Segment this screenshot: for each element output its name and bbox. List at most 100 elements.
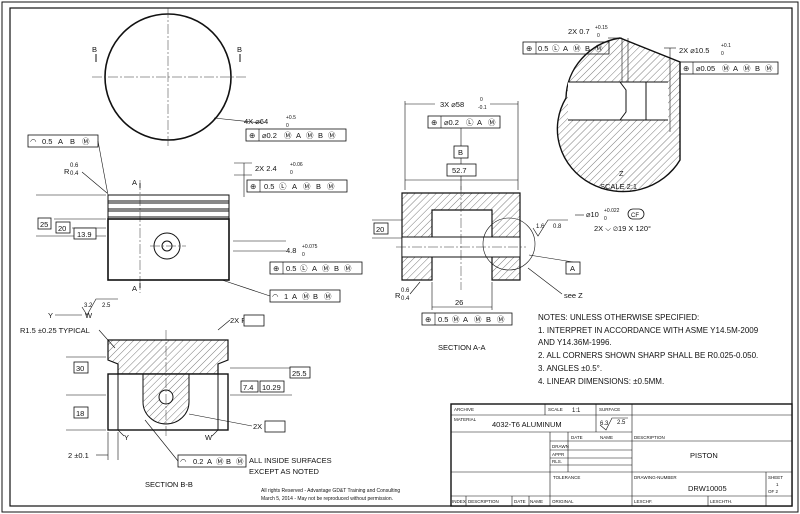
tb-lexchf: LEXCHF. bbox=[634, 499, 653, 504]
bb-dim-10-29: 10.29 bbox=[262, 383, 281, 392]
front-radius-upper: 0.6 bbox=[70, 163, 79, 169]
section-aa-fcf-mod-2: A bbox=[477, 118, 482, 127]
section-mark-b-right: B bbox=[237, 45, 242, 54]
tb-drawn: DRAWN bbox=[552, 444, 569, 449]
bore-tol-minus: 0 bbox=[604, 216, 607, 222]
front-profile-ref-3: Ⓜ bbox=[82, 137, 90, 146]
bb-rough-2: 2.5 bbox=[102, 303, 111, 309]
section-aa-radius-upper: 0.6 bbox=[401, 288, 410, 294]
front-profile-ref-2: B bbox=[70, 137, 75, 146]
bb-dim-25-5: 25.5 bbox=[292, 369, 307, 378]
position-icon: ⊕ bbox=[250, 182, 256, 191]
bottom-fcf-value: 1 bbox=[284, 292, 288, 301]
notes-line-1: 1. INTERPRET IN ACCORDANCE WITH ASME Y14… bbox=[538, 326, 759, 335]
pin-fcf-value: 0.5 bbox=[286, 264, 296, 273]
detail-top-fcf-mod-1: Ⓛ bbox=[552, 44, 560, 53]
pin-fcf-mod-4: B bbox=[334, 264, 339, 273]
title-block: ARCHIVE SCALE 1:1 SURFACE 6.3 2.5 MATERI… bbox=[450, 403, 793, 507]
position-icon: ⊕ bbox=[431, 118, 437, 127]
tb-sheet-value: 1 bbox=[776, 482, 779, 487]
bottom-profile-fcf: ◠ 1 A Ⓜ B Ⓜ bbox=[269, 289, 341, 303]
section-aa-bottom-mod-1: Ⓜ bbox=[452, 315, 460, 324]
tb-desc-label: DESCRIPTION bbox=[468, 499, 499, 504]
detail-z-view: 2X 0.7 +0.15 0 ⊕ 0.5 Ⓛ A Ⓜ B Ⓜ 2X ⌀10.5 … bbox=[522, 25, 779, 193]
detail-top-fcf-mod-2: A bbox=[563, 44, 568, 53]
tb-description-value: PISTON bbox=[690, 451, 718, 460]
pin-fcf: ⊕ 0.5 Ⓛ A Ⓜ B Ⓜ bbox=[269, 261, 363, 275]
notes-line-5: 4. LINEAR DIMENSIONS: ±0.5MM. bbox=[538, 377, 664, 386]
copyright-line-2: March 5, 2014 - May not be reproduced wi… bbox=[261, 496, 393, 502]
tb-surface-label: SURFACE bbox=[599, 407, 620, 412]
ring-land-3 bbox=[107, 210, 230, 218]
ring-land-1 bbox=[107, 194, 230, 202]
tb-surface-value-1: 6.3 bbox=[600, 421, 609, 427]
section-aa-bottom-mod-2: A bbox=[463, 315, 468, 324]
section-aa-dim-26: 26 bbox=[455, 298, 463, 307]
tb-original-label: ORIGINAL bbox=[552, 499, 574, 504]
groove-fcf-mod-3: Ⓜ bbox=[303, 182, 311, 191]
tb-lexchth: LEXCHTH. bbox=[710, 499, 732, 504]
detail-dia-fcf-mod-3: Ⓜ bbox=[743, 64, 751, 73]
bottom-fcf-ref-2: Ⓜ bbox=[302, 292, 310, 301]
section-aa-radius-r: R bbox=[395, 291, 401, 300]
detail-top-dim: 2X 0.7 bbox=[568, 27, 590, 36]
section-mark-b-left: B bbox=[92, 45, 97, 54]
pin-tol-plus: +0.075 bbox=[302, 244, 318, 250]
bb-y-bottom: Y bbox=[124, 433, 129, 442]
pin-fcf-mod-1: Ⓛ bbox=[300, 264, 308, 273]
position-icon: ⊕ bbox=[683, 64, 689, 73]
top-fcf-mod-3: Ⓜ bbox=[306, 131, 314, 140]
ring-land-2 bbox=[107, 202, 230, 210]
detail-z-title: Z bbox=[619, 169, 624, 178]
detail-top-tol-minus: 0 bbox=[597, 33, 600, 39]
section-bb-title: SECTION B-B bbox=[145, 480, 193, 489]
tb-appr: APPR bbox=[552, 452, 565, 457]
pin-tol-minus: 0 bbox=[302, 252, 305, 258]
section-aa-fcf-value: ⌀0.2 bbox=[444, 118, 459, 127]
section-aa-dia-tol-minus: -0.1 bbox=[478, 105, 487, 111]
csk-dim: 2X ⌵ ⌀19 X 120° bbox=[594, 224, 651, 233]
tb-name-col: NAME bbox=[530, 499, 543, 504]
bb-fcf: ◠ 0.2 A Ⓜ B Ⓜ bbox=[177, 454, 247, 468]
front-profile-value: 0.5 bbox=[42, 137, 52, 146]
bb-dim-18: 18 bbox=[76, 409, 84, 418]
bb-r25: 2X R25 bbox=[230, 316, 255, 325]
position-icon: ⊕ bbox=[526, 44, 532, 53]
bb-fcf-ref-2: Ⓜ bbox=[216, 457, 224, 466]
notes-line-3: 2. ALL CORNERS SHOWN SHARP SHALL BE R0.0… bbox=[538, 351, 758, 360]
groove-tol-plus: +0.06 bbox=[290, 162, 303, 168]
piston-skirt bbox=[107, 218, 230, 281]
bottom-fcf-ref-1: A bbox=[292, 292, 297, 301]
groove-tol-minus: 0 bbox=[290, 170, 293, 176]
notes-line-2: AND Y14.36M-1996. bbox=[538, 338, 612, 347]
pin-fcf-mod-2: A bbox=[312, 264, 317, 273]
bb-fcf-ref-1: A bbox=[207, 457, 212, 466]
bb-fcf-value: 0.2 bbox=[193, 457, 203, 466]
see-z-label: see Z bbox=[564, 291, 583, 300]
datum-b-label: B bbox=[458, 148, 463, 157]
notes-line-4: 3. ANGLES ±0.5°. bbox=[538, 364, 602, 373]
bb-inside-note-2: EXCEPT AS NOTED bbox=[249, 467, 319, 476]
detail-top-fcf-mod-3: Ⓜ bbox=[573, 44, 581, 53]
detail-top-tol-plus: +0.15 bbox=[595, 25, 608, 31]
cf-symbol-frame bbox=[627, 208, 645, 220]
section-aa-dia-tol-plus: 0 bbox=[480, 97, 483, 103]
front-profile-fcf: ◠ 0.5 A B Ⓜ bbox=[27, 134, 99, 148]
groove-fcf: ⊕ 0.5 Ⓛ A Ⓜ B Ⓜ bbox=[246, 179, 348, 193]
tb-index-label: INDEX bbox=[452, 499, 466, 504]
top-fcf-value: ⌀0.2 bbox=[262, 131, 277, 140]
top-dia-tol-minus: 0 bbox=[286, 123, 289, 129]
detail-z-scale: SCALE 2:1 bbox=[600, 182, 637, 191]
section-aa-bottom-mod-3: Ⓜ bbox=[474, 315, 482, 324]
section-aa-bottom-mod-4: B bbox=[486, 315, 491, 324]
pin-fcf-mod-5: Ⓜ bbox=[344, 264, 352, 273]
bb-rough-1: 3.2 bbox=[84, 303, 93, 309]
top-fcf-mod-1: Ⓜ bbox=[284, 131, 292, 140]
top-fcf: ⊕ ⌀0.2 Ⓜ A Ⓜ B Ⓜ bbox=[245, 128, 347, 142]
bb-dim-2: 2 ±0.1 bbox=[68, 451, 89, 460]
top-dia-dim: 4X ⌀64 bbox=[244, 117, 268, 126]
top-fcf-mod-2: A bbox=[296, 131, 301, 140]
section-aa-title: SECTION A-A bbox=[438, 343, 486, 352]
front-dim-13-9: 13.9 bbox=[77, 230, 92, 239]
